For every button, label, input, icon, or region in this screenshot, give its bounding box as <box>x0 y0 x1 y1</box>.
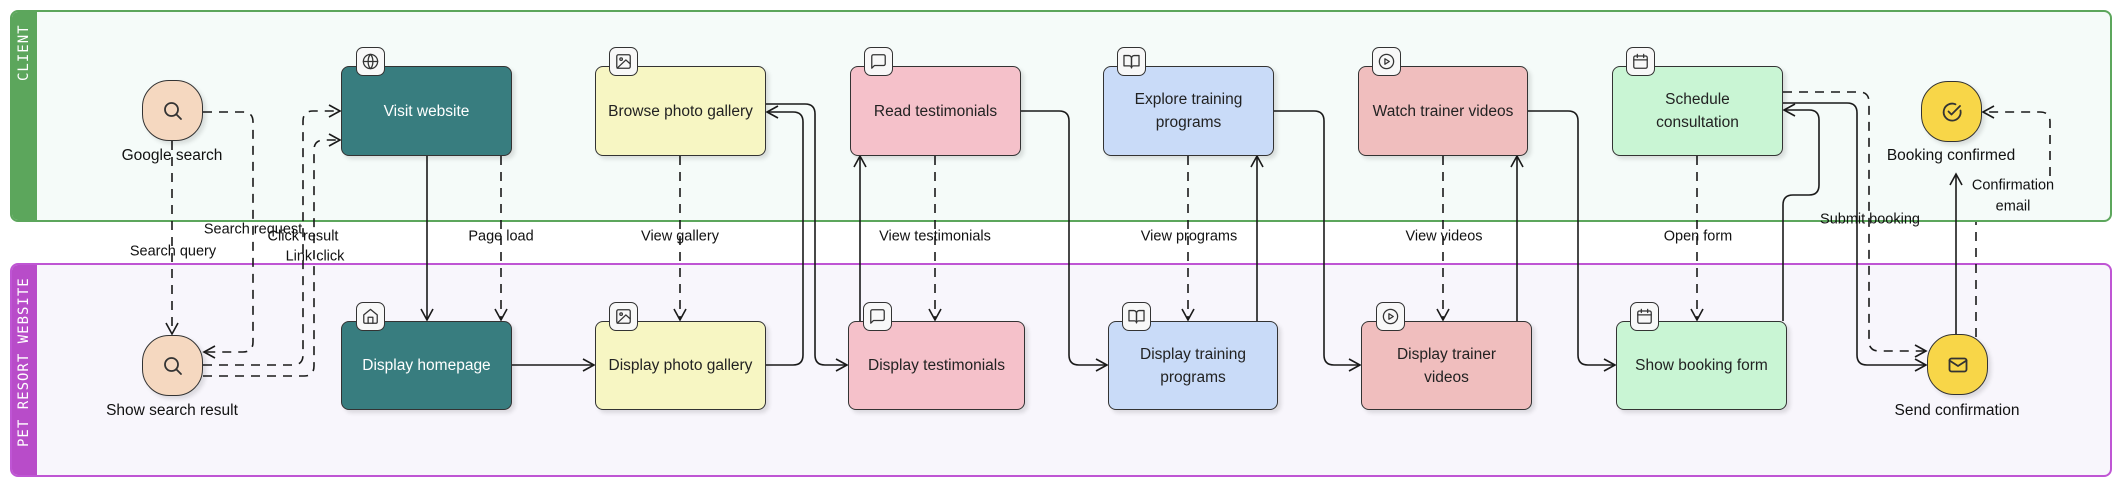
task-badge <box>864 47 893 76</box>
edge-programs-to-videos <box>1274 110 1362 372</box>
task-label: Display photo gallery <box>608 357 753 374</box>
event-booking-confirmed[interactable] <box>1921 81 1982 142</box>
edge-label-page-load: Page load <box>468 228 534 245</box>
task-badge <box>356 47 385 76</box>
message-square-icon <box>870 309 885 324</box>
lane-header-website <box>12 265 37 475</box>
edge-label-view-gallery: View gallery <box>641 228 719 245</box>
task-label: Show booking form <box>1635 357 1768 374</box>
calendar-icon <box>1633 53 1648 69</box>
edge-label-search-query: Search query <box>129 243 217 260</box>
edge-schedule-to-send-dashed <box>1783 91 1928 358</box>
task-badge <box>1626 47 1655 76</box>
book-open-icon <box>1123 54 1140 69</box>
search-icon <box>163 356 182 375</box>
event-label-booking-confirmed: Booking confirmed <box>1886 147 2016 164</box>
image-icon <box>616 309 631 324</box>
task-badge <box>863 302 892 331</box>
task-badge <box>1630 302 1659 331</box>
mail-icon <box>1948 357 1967 372</box>
play-circle-icon <box>1378 53 1395 70</box>
calendar-icon <box>1637 308 1652 324</box>
edge-label-view-videos: View videos <box>1405 228 1483 245</box>
task-badge <box>1122 302 1151 331</box>
edge-label-confirmation-email-line2: email <box>1995 198 2031 215</box>
event-label-show-search-result: Show search result <box>106 402 238 419</box>
task-label: Visit website <box>383 102 470 120</box>
task-display-photo-gallery[interactable]: Display photo gallery <box>595 321 766 410</box>
task-visit-website[interactable]: Visit website <box>341 66 512 156</box>
edge-label-search-request: Search request <box>203 221 303 238</box>
edge-label-view-programs: View programs <box>1140 228 1238 245</box>
task-badge <box>609 302 638 331</box>
task-display-trainer-videos[interactable]: Display trainer videos <box>1361 321 1532 410</box>
edge-label-confirmation-email-line1: Confirmation <box>1971 177 2055 194</box>
task-badge <box>1117 47 1146 76</box>
search-icon <box>163 101 182 120</box>
task-display-testimonials[interactable]: Display testimonials <box>848 321 1025 410</box>
event-label-send-confirmation: Send confirmation <box>1894 402 2020 419</box>
edge-testimonials-to-programs <box>1021 110 1109 372</box>
task-label: Schedule consultation <box>1656 91 1739 131</box>
edge-schedule-to-send <box>1783 102 1928 372</box>
task-badge <box>609 47 638 76</box>
task-explore-training-programs[interactable]: Explore training programs <box>1103 66 1274 156</box>
image-icon <box>616 54 631 69</box>
message-square-icon <box>871 54 886 69</box>
edge-search-request <box>202 111 254 359</box>
task-label: Display training programs <box>1140 345 1246 386</box>
circle-check-icon <box>1942 102 1962 121</box>
edge-confirmation-email <box>1976 112 2051 337</box>
task-schedule-consultation[interactable]: Schedule consultation <box>1612 66 1783 156</box>
book-open-icon <box>1128 309 1145 324</box>
globe-icon <box>362 53 379 70</box>
home-icon <box>363 308 378 324</box>
task-label: Read testimonials <box>873 102 998 120</box>
task-display-training-programs[interactable]: Display training programs <box>1108 321 1278 410</box>
edge-click-result <box>203 104 342 366</box>
task-label: Display testimonials <box>868 357 1005 374</box>
task-badge <box>356 302 385 331</box>
event-send-confirmation[interactable] <box>1927 334 1988 395</box>
task-display-homepage[interactable]: Display homepage <box>341 321 512 410</box>
task-show-booking-form[interactable]: Show booking form <box>1616 321 1787 410</box>
edge-videos-to-booking <box>1528 110 1617 372</box>
task-label: Watch trainer videos <box>1372 102 1514 120</box>
edge-label-click-result: Click result <box>267 228 339 245</box>
event-google-search[interactable] <box>142 80 203 141</box>
task-label: Explore training programs <box>1134 91 1243 131</box>
edge-label-open-form: Open form <box>1663 228 1733 245</box>
edge-gallery-back <box>765 105 804 366</box>
task-read-testimonials[interactable]: Read testimonials <box>850 66 1021 156</box>
edge-label-submit-booking: Submit booking <box>1820 211 1920 228</box>
task-watch-trainer-videos[interactable]: Watch trainer videos <box>1358 66 1528 156</box>
play-circle-icon <box>1382 308 1399 325</box>
task-badge <box>1376 302 1405 331</box>
task-label: Browse photo gallery <box>608 102 753 120</box>
edge-gallery-to-testimonials <box>766 103 849 372</box>
task-badge <box>1372 47 1401 76</box>
event-label-google-search: Google search <box>121 147 223 164</box>
task-browse-photo-gallery[interactable]: Browse photo gallery <box>595 66 766 156</box>
task-label: Display homepage <box>362 357 491 374</box>
edge-label-view-testimonials: View testimonials <box>879 228 991 245</box>
edge-label-link-click: Link click <box>285 248 345 265</box>
task-label: Display trainer videos <box>1396 345 1497 386</box>
lane-header-client <box>12 12 37 220</box>
edge-submit-booking <box>1782 103 1820 321</box>
edge-link-click <box>203 133 342 377</box>
event-show-search-result[interactable] <box>142 335 203 396</box>
